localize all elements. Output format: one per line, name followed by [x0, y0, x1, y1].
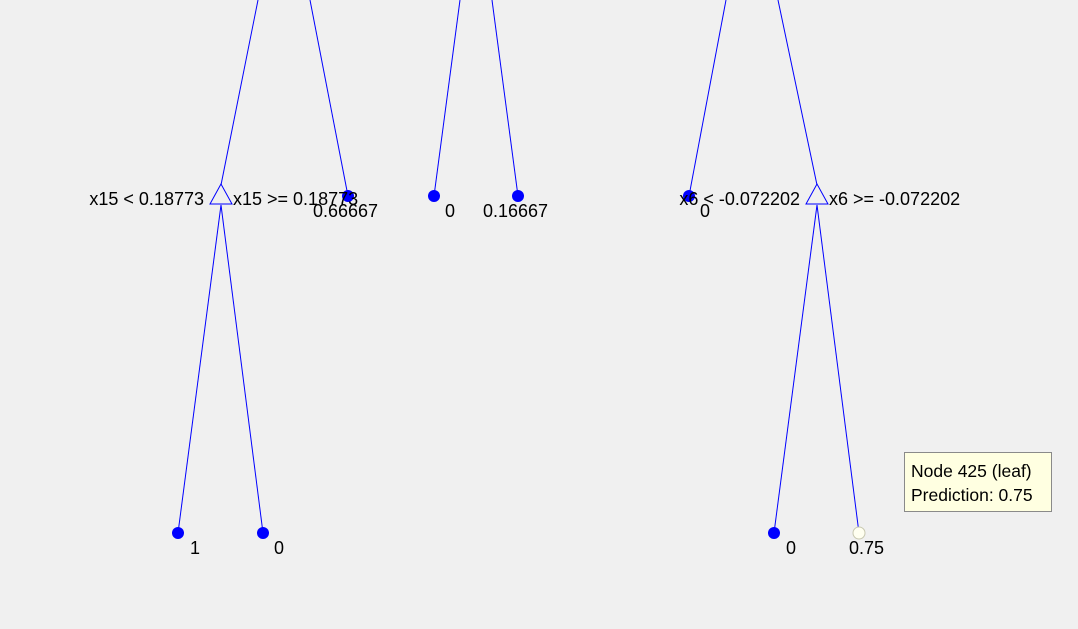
leaf-value-label: 0: [786, 538, 796, 558]
split-left-label: x15 < 0.18773: [89, 189, 204, 209]
leaf-node[interactable]: [768, 527, 780, 539]
leaf-value-label: 1: [190, 538, 200, 558]
tree-edge: [777, 0, 818, 186]
tree-edge: [816, 204, 860, 534]
leaf-node[interactable]: [683, 190, 695, 202]
tree-edge: [220, 0, 259, 186]
leaf-node[interactable]: [342, 190, 354, 202]
node-info-tooltip: Node 425 (leaf) Prediction: 0.75: [904, 452, 1052, 512]
tooltip-node-title: Node 425 (leaf): [911, 461, 1032, 481]
split-node-x6[interactable]: [805, 182, 829, 205]
tree-edge: [773, 204, 818, 534]
split-right-label: x15 >= 0.18773: [233, 189, 358, 209]
leaf-value-label: 0.16667: [483, 201, 548, 221]
leaf-node[interactable]: [172, 527, 184, 539]
split-node-x15[interactable]: [209, 182, 233, 205]
leaf-node[interactable]: [512, 190, 524, 202]
tree-edge: [433, 0, 461, 197]
tree-edges: [177, 0, 860, 534]
tree-edge: [688, 0, 727, 197]
leaf-node[interactable]: [428, 190, 440, 202]
leaf-value-label: 0: [274, 538, 284, 558]
leaf-value-label: 0: [700, 201, 710, 221]
tree-edge: [220, 204, 264, 534]
split-right-label: x6 >= -0.072202: [829, 189, 960, 209]
leaf-value-label: 0: [445, 201, 455, 221]
selected-leaf-node[interactable]: [852, 526, 866, 540]
leaf-value-label: 0.66667: [313, 201, 378, 221]
tree-edge: [177, 204, 222, 534]
leaf-value-label: 0.75: [849, 538, 884, 558]
tree-edge: [309, 0, 349, 197]
split-left-label: x6 < -0.072202: [679, 189, 800, 209]
leaf-node[interactable]: [257, 527, 269, 539]
tooltip-prediction: Prediction: 0.75: [911, 485, 1033, 505]
tree-edge: [491, 0, 519, 197]
